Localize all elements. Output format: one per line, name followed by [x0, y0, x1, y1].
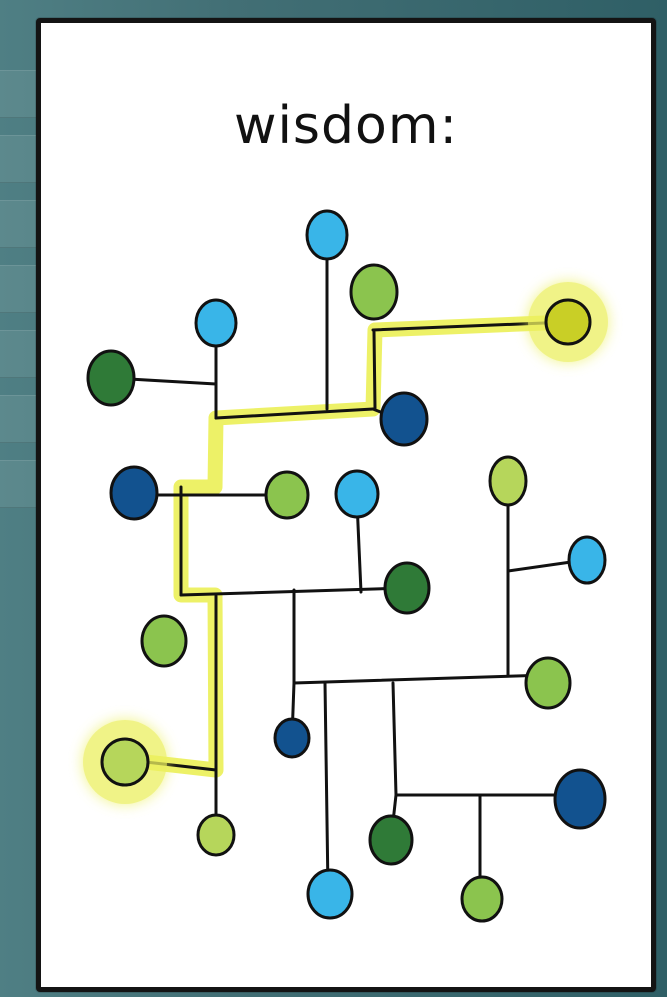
connector-line	[393, 683, 396, 795]
highlighted-end-node	[546, 300, 590, 344]
blue-node	[307, 211, 347, 259]
connector-lines	[111, 255, 585, 898]
highlighted-path	[128, 322, 568, 770]
blue-node	[336, 471, 378, 517]
blue-node	[569, 537, 605, 583]
connector-line	[325, 683, 328, 890]
green-node	[351, 265, 397, 319]
blue-node	[308, 870, 352, 918]
navy-node	[555, 770, 605, 828]
dark-green-node	[385, 563, 429, 613]
connector-line	[374, 332, 375, 408]
green-node	[462, 877, 502, 921]
green-node	[142, 616, 186, 666]
pale-green-node	[490, 457, 526, 505]
green-node	[526, 658, 570, 708]
blue-node	[196, 300, 236, 346]
connector-line	[294, 675, 548, 683]
green-node	[266, 472, 308, 518]
highlighted-start-node	[102, 739, 148, 785]
navy-node	[111, 467, 157, 519]
dark-green-node	[88, 351, 134, 405]
dark-green-node	[370, 816, 412, 864]
navy-node	[275, 719, 309, 757]
pale-green-node	[198, 815, 234, 855]
navy-node	[381, 393, 427, 445]
